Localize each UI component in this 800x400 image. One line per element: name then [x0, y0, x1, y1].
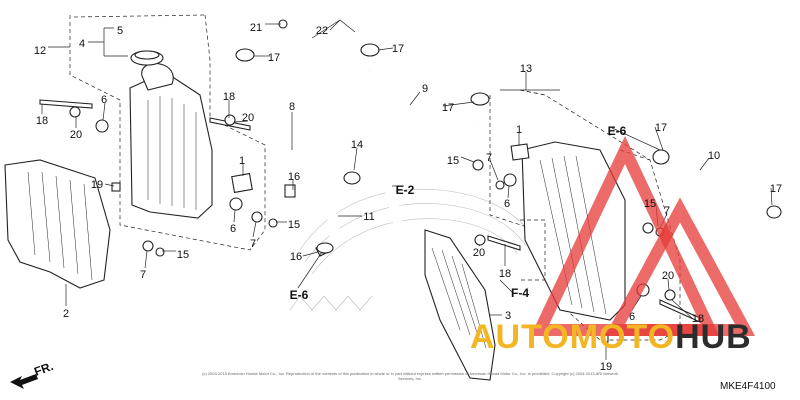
section-reference-labels: E-2E-6E-6F-4: [290, 124, 627, 302]
section-reference-label: E-6: [290, 288, 309, 302]
part-number-label: 3: [505, 310, 511, 322]
part-number-label: 17: [442, 102, 454, 114]
part-number-label: 5: [117, 25, 123, 37]
part-number-label: 15: [177, 249, 189, 261]
part-number-label: 9: [422, 83, 428, 95]
leader-lines: [41, 19, 773, 360]
right-radiator-shroud: [424, 229, 496, 381]
part-number-label: 10: [708, 150, 720, 162]
section-reference-label: F-4: [511, 286, 529, 300]
part-number-label: 6: [101, 94, 107, 106]
part-number-label: 17: [770, 183, 782, 195]
part-number-label: 18: [223, 91, 235, 103]
part-number-label: 20: [662, 270, 674, 282]
part-number-label: 1: [516, 124, 522, 136]
part-number-label: 18: [692, 313, 704, 325]
part-number-label: 14: [351, 139, 363, 151]
left-radiator-shroud: [4, 159, 111, 306]
part-number-label: 4: [79, 38, 85, 50]
part-number-label: 16: [290, 251, 302, 263]
part-number-label: 7: [486, 152, 492, 164]
front-direction-indicator: FR.: [10, 359, 55, 389]
part-number-label: 18: [36, 115, 48, 127]
diagram-code: MKE4F4100: [720, 381, 776, 392]
part-number-label: 20: [473, 247, 485, 259]
left-radiator: [39, 50, 278, 257]
watermark-triangles: [530, 135, 756, 336]
part-number-label: 19: [91, 179, 103, 191]
part-number-label: 22: [316, 25, 328, 37]
part-number-label: 15: [288, 219, 300, 231]
direction-arrow-icon: [10, 374, 38, 389]
watermark-triangle-inner: [604, 197, 756, 336]
section-reference-label: E-6: [608, 124, 627, 138]
part-number-label: 17: [268, 52, 280, 64]
hose-clamps: [235, 19, 782, 254]
watermark-word-2: HUB: [675, 318, 752, 356]
part-number-label: 15: [447, 155, 459, 167]
part-number-label: 17: [392, 43, 404, 55]
part-number-label: 12: [34, 45, 46, 57]
part-number-label: 20: [242, 112, 254, 124]
direction-label: FR.: [32, 359, 55, 379]
part-number-label: 7: [664, 205, 670, 217]
part-number-label: 2: [63, 308, 69, 320]
part-number-label: 17: [655, 122, 667, 134]
watermark-brand: AUTOMOTOHUB: [470, 318, 752, 357]
part-number-label: 18: [499, 268, 511, 280]
copyright-notice: (c) 2003-2013 American Honda Motor Co., …: [202, 371, 618, 381]
part-number-label: 16: [288, 171, 300, 183]
part-number-label: 13: [520, 63, 532, 75]
part-number-label: 7: [250, 238, 256, 250]
part-number-label: 20: [70, 129, 82, 141]
section-reference-label: E-2: [396, 183, 415, 197]
part-number-label: 6: [230, 223, 236, 235]
part-number-label: 1: [239, 155, 245, 167]
watermark-word-1: AUTOMOTO: [470, 318, 676, 356]
part-number-label: 6: [504, 198, 510, 210]
group-outlines: [69, 14, 681, 341]
part-number-label: 21: [250, 22, 262, 34]
part-number-label: 11: [363, 211, 374, 223]
part-number-label: 7: [140, 269, 146, 281]
part-number-label: 8: [289, 101, 295, 113]
part-number-label: 19: [600, 361, 612, 373]
part-number-label: 6: [629, 311, 635, 323]
part-number-label: 15: [644, 198, 656, 210]
hoses: [239, 30, 775, 331]
